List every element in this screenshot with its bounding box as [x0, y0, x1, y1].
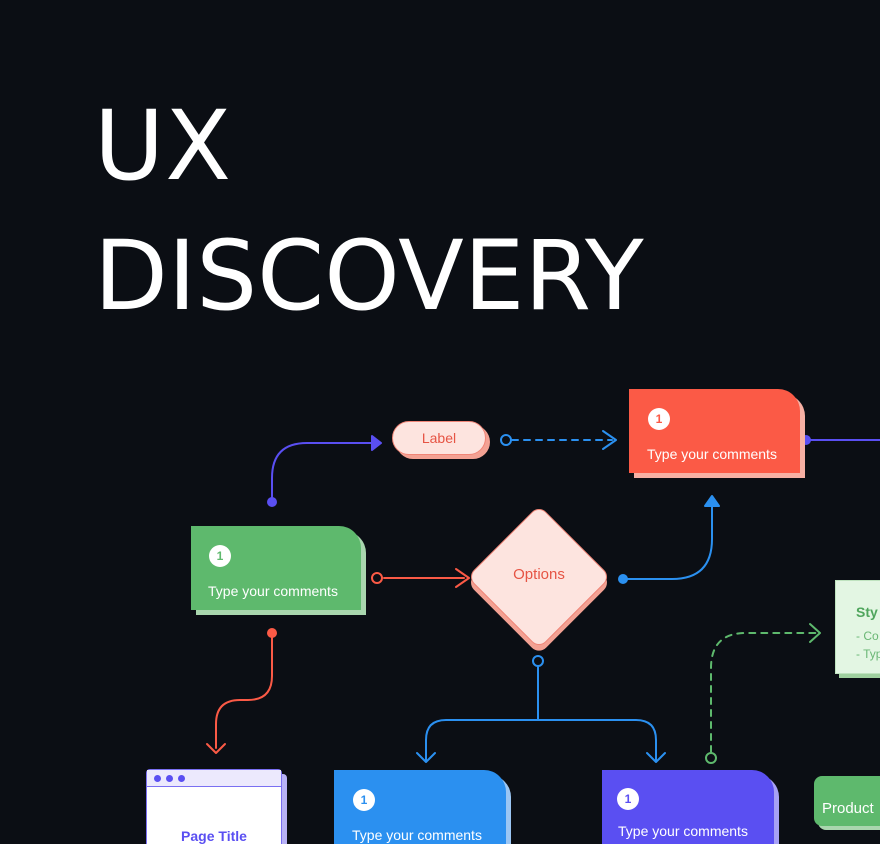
- browser-bar: [147, 770, 281, 787]
- title-line-2: DISCOVERY: [94, 220, 644, 332]
- comment-card-green[interactable]: 1 Type your comments: [191, 526, 361, 610]
- comment-text: Type your comments: [618, 823, 748, 839]
- connector-split-right: [537, 719, 657, 761]
- style-note-title: Sty: [856, 604, 878, 620]
- arrow-icon: [602, 430, 617, 450]
- style-note-line: - Typ: [856, 647, 880, 661]
- style-note-line: - Co: [856, 629, 879, 643]
- product-node-label: Product: [822, 800, 874, 817]
- style-note-card[interactable]: Sty - Co - Typ: [835, 580, 880, 674]
- connector-green-to-page: [215, 635, 273, 749]
- step-number-badge: 1: [353, 789, 375, 811]
- arrow-icon: [371, 435, 382, 451]
- label-node-text: Label: [421, 430, 457, 446]
- step-number-badge: 1: [648, 408, 670, 430]
- endpoint-ring: [371, 572, 383, 584]
- arrow-icon: [206, 743, 226, 754]
- step-number-badge: 1: [209, 545, 231, 567]
- comment-card-indigo[interactable]: 1 Type your comments: [602, 770, 774, 844]
- endpoint-dot: [801, 435, 811, 445]
- connector-split-left: [425, 719, 539, 761]
- connector-options-to-red: [626, 499, 713, 580]
- arrow-icon: [704, 495, 720, 507]
- arrow-icon: [416, 752, 436, 763]
- comment-text: Type your comments: [208, 583, 338, 599]
- endpoint-ring: [500, 434, 512, 446]
- step-number-badge: 1: [617, 788, 639, 810]
- comment-card-blue[interactable]: 1 Type your comments: [334, 770, 506, 844]
- page-wireframe[interactable]: Page Title: [146, 769, 282, 844]
- arrow-icon: [809, 623, 821, 643]
- comment-card-red[interactable]: 1 Type your comments: [629, 389, 800, 473]
- connector-green-to-label: [271, 442, 375, 503]
- product-node[interactable]: Product: [814, 776, 880, 826]
- endpoint-ring: [705, 752, 717, 764]
- decision-node-label: Options: [513, 566, 565, 583]
- connector-indigo-to-style: [710, 632, 819, 753]
- arrow-icon: [455, 568, 470, 588]
- endpoint-dot: [267, 628, 277, 638]
- endpoint-dot: [618, 574, 628, 584]
- comment-text: Type your comments: [647, 446, 777, 462]
- title-line-1: UX: [94, 90, 233, 202]
- arrow-icon: [646, 752, 666, 763]
- connector-endpoints: [267, 434, 811, 764]
- page-title: Page Title: [181, 828, 247, 844]
- window-dot-icon: [166, 775, 173, 782]
- label-node[interactable]: Label: [392, 421, 486, 455]
- endpoint-dot: [267, 497, 277, 507]
- arrowheads: [206, 430, 821, 763]
- window-dot-icon: [154, 775, 161, 782]
- comment-text: Type your comments: [352, 827, 482, 843]
- window-dot-icon: [178, 775, 185, 782]
- endpoint-ring: [532, 655, 544, 667]
